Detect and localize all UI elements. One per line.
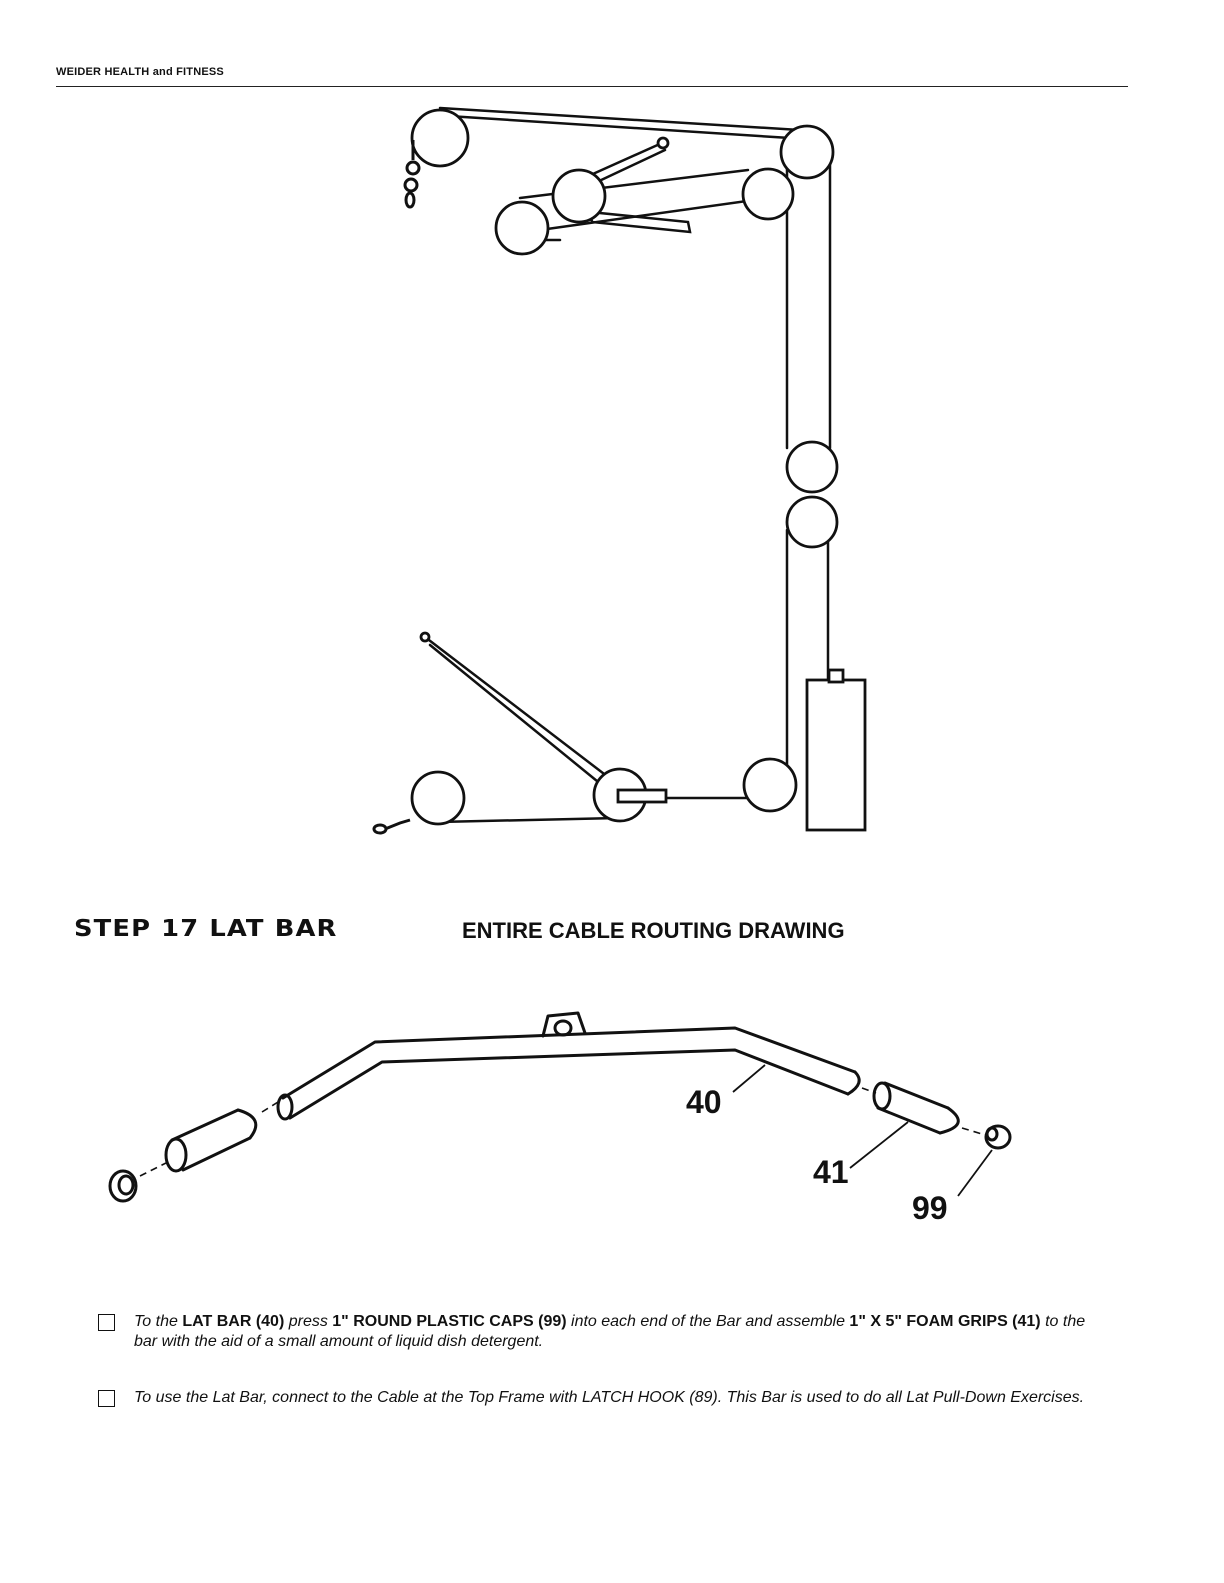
callout-99: 99 bbox=[912, 1190, 948, 1226]
cable-top bbox=[438, 106, 802, 132]
latch-hook bbox=[405, 160, 421, 176]
callout-40: 40 bbox=[686, 1084, 722, 1120]
latch-hook bbox=[384, 818, 411, 831]
pulley bbox=[742, 757, 798, 813]
cable-bracket bbox=[616, 788, 668, 804]
step-title: STEP 17 LAT BAR bbox=[74, 916, 338, 942]
header-rule bbox=[56, 86, 1128, 87]
pulley-pin bbox=[656, 136, 670, 150]
instruction-checkbox[interactable] bbox=[98, 1314, 115, 1331]
leader-line-99 bbox=[957, 1149, 993, 1197]
header-company: WEIDER HEALTH and FITNESS bbox=[56, 66, 224, 78]
instruction-checkbox[interactable] bbox=[98, 1390, 115, 1407]
pulley bbox=[785, 495, 839, 549]
pulley bbox=[785, 440, 839, 494]
leader-line-41 bbox=[849, 1121, 909, 1169]
instruction-item: To the LAT BAR (40) press 1" ROUND PLAST… bbox=[98, 1312, 1108, 1352]
lat-bar bbox=[281, 1026, 857, 1100]
pulley bbox=[410, 770, 466, 826]
pulley-pin bbox=[419, 631, 431, 643]
instruction-text: To use the Lat Bar, connect to the Cable… bbox=[134, 1389, 1085, 1406]
callout-41: 41 bbox=[813, 1154, 849, 1190]
low-pulley-arm bbox=[423, 635, 614, 782]
instruction-item: To use the Lat Bar, connect to the Cable… bbox=[98, 1388, 1108, 1408]
pulley bbox=[741, 167, 795, 221]
cable-drawing-caption: ENTIRE CABLE ROUTING DRAWING bbox=[462, 918, 845, 943]
lat-bar-bracket bbox=[541, 1011, 587, 1038]
instruction-text: To the LAT BAR (40) press 1" ROUND PLAST… bbox=[134, 1313, 1086, 1350]
round-plastic-cap-left bbox=[108, 1169, 138, 1203]
foam-grip-left bbox=[170, 1108, 240, 1142]
weight-cap bbox=[827, 668, 845, 684]
pulley bbox=[410, 108, 470, 168]
pulley bbox=[494, 200, 550, 256]
pulley bbox=[551, 168, 607, 224]
weight-stack bbox=[805, 678, 867, 832]
cable-routing-drawing bbox=[372, 106, 867, 835]
round-plastic-cap-right bbox=[984, 1124, 1012, 1150]
foam-grip-right bbox=[883, 1081, 950, 1110]
leader-line-40 bbox=[732, 1064, 766, 1093]
pulley bbox=[779, 124, 835, 180]
